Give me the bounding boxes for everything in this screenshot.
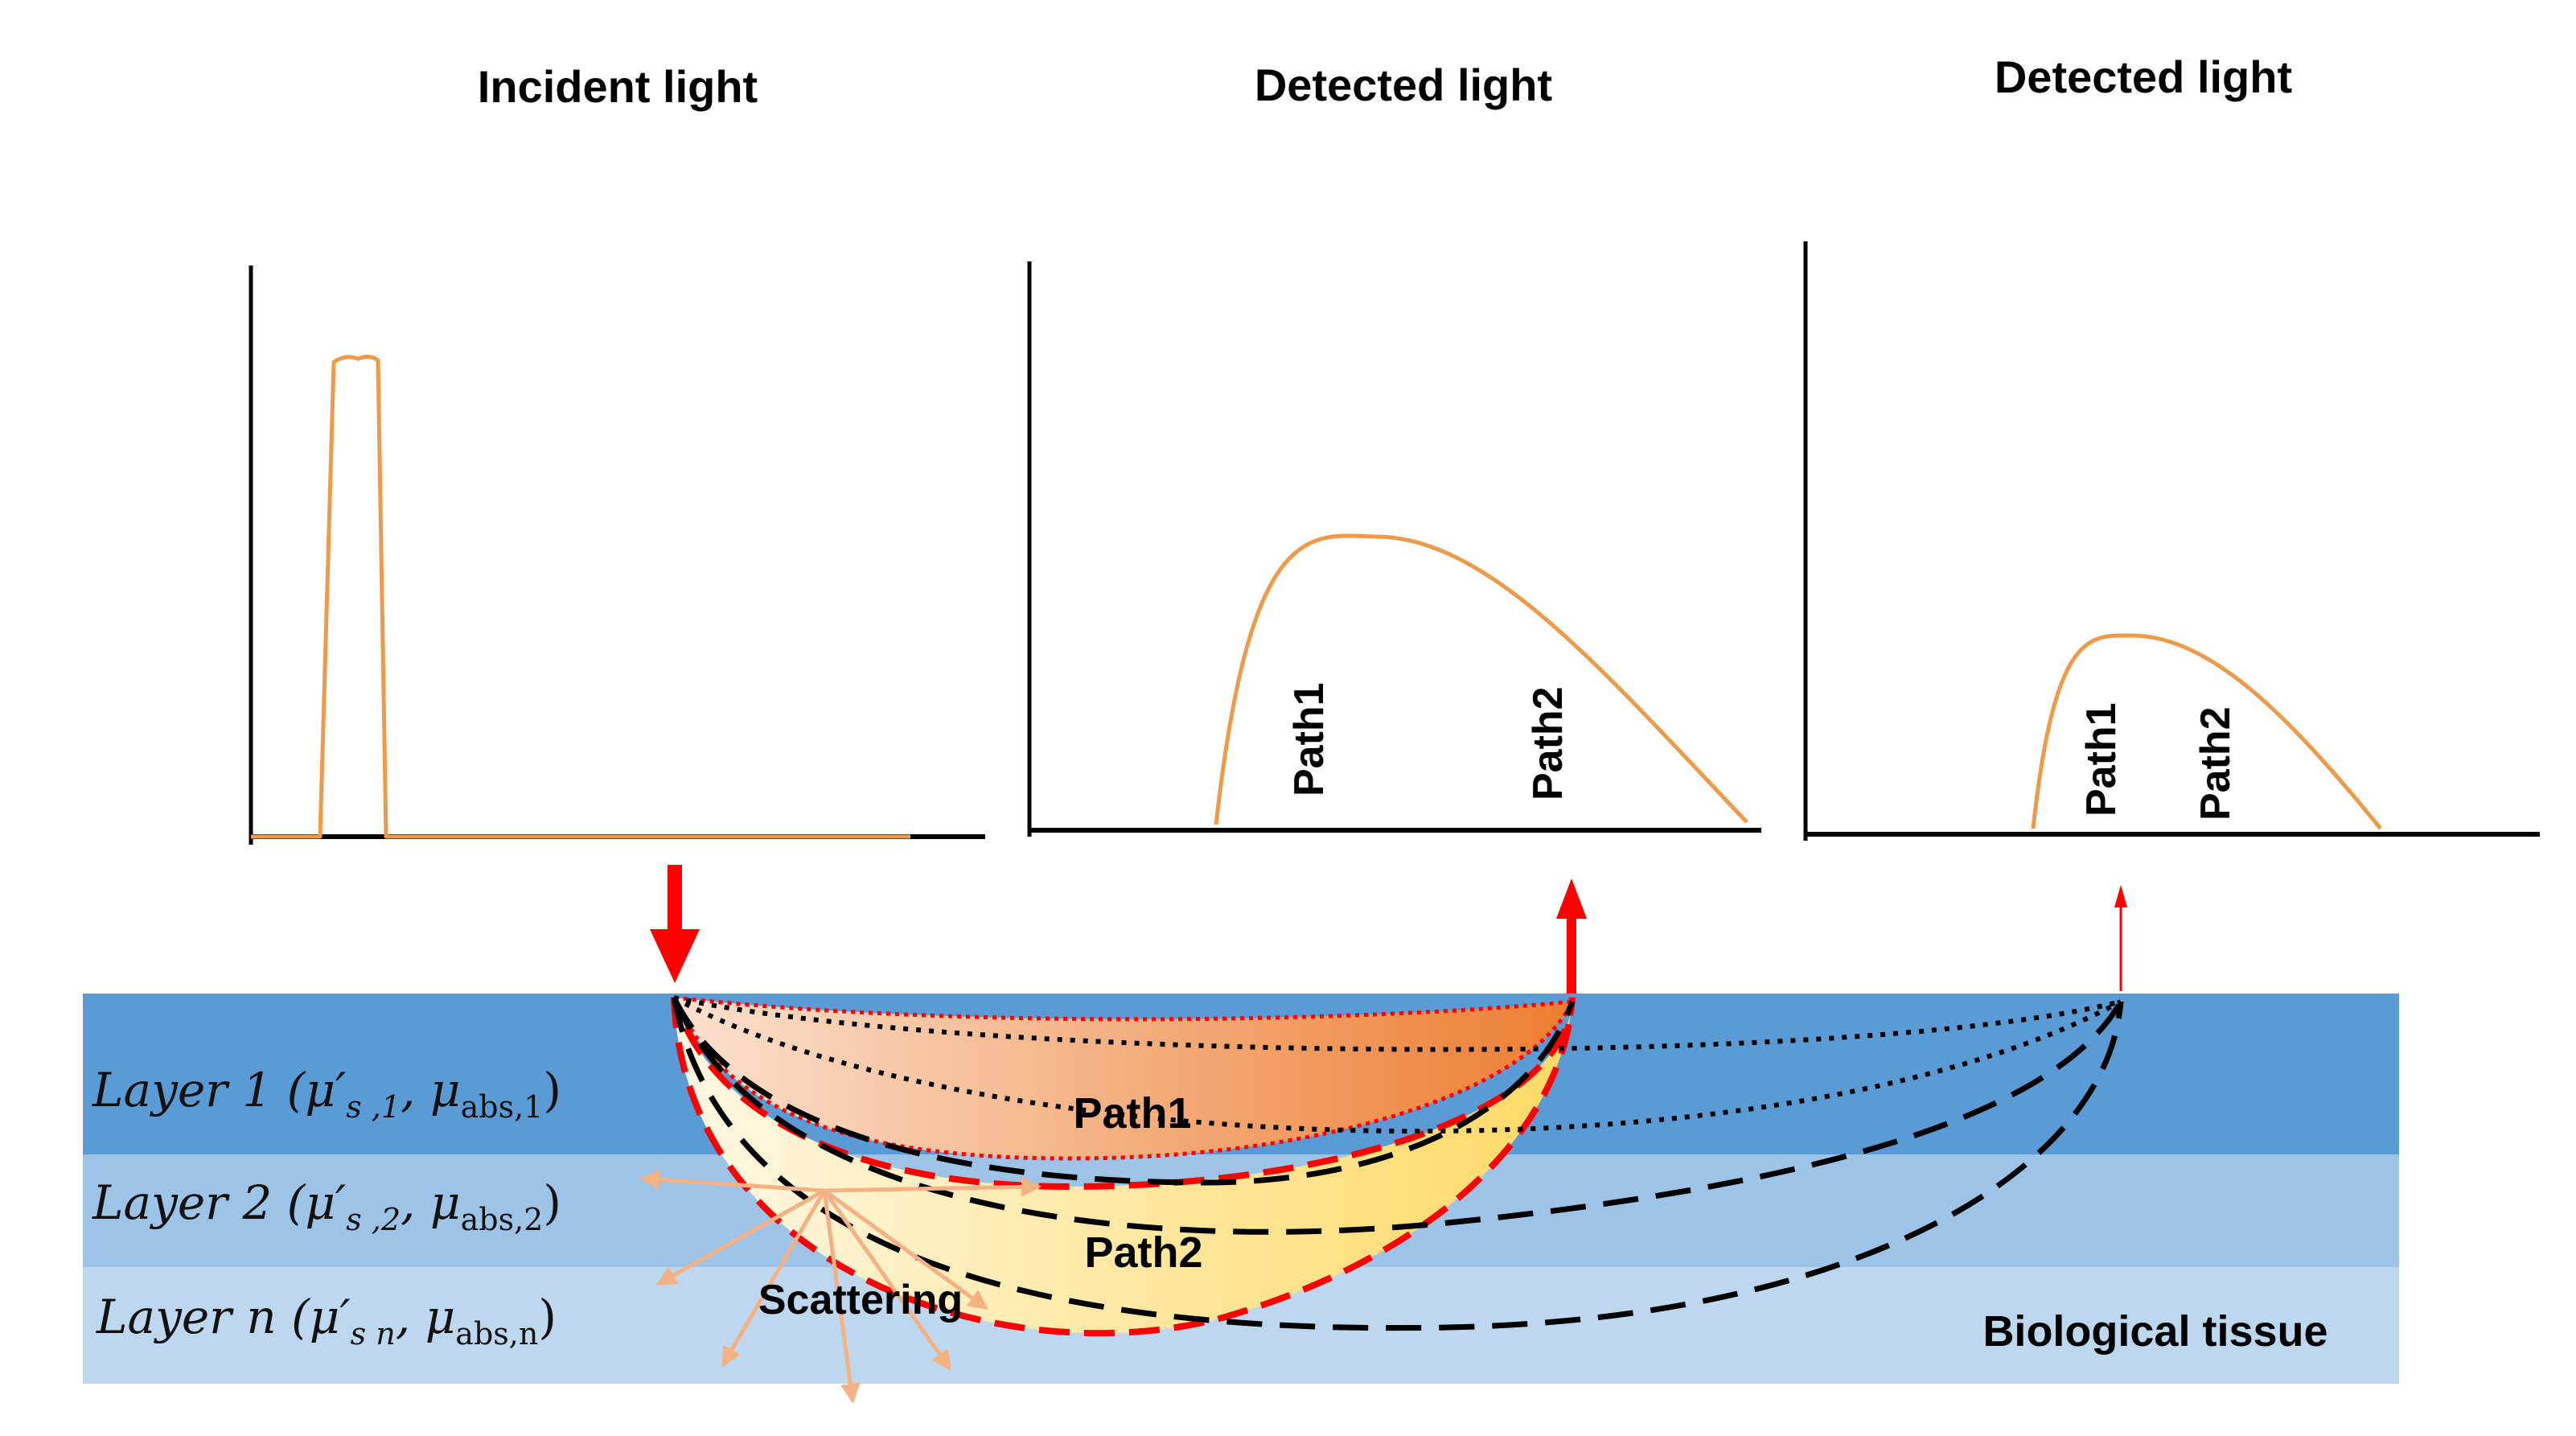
biological-tissue-label: Biological tissue: [1982, 1307, 2327, 1356]
path1-region: [670, 995, 1576, 1161]
detected-arrow-2: [2114, 885, 2127, 991]
path2-region-label: Path2: [1084, 1228, 1202, 1277]
incident-arrow: [650, 865, 700, 983]
layern-label: Layer n (μ′s n, μabs,n): [96, 1290, 557, 1352]
layer1-label: Layer 1 (μ′s ,1, μabs,1): [92, 1063, 561, 1125]
title-incident-light: Incident light: [478, 61, 758, 112]
incident-pulse-curve: [251, 354, 910, 839]
plot2-label-path1: Path1: [1286, 682, 1333, 796]
layer2-label: Layer 2 (μ′s ,2, μabs,2): [92, 1175, 561, 1237]
title-detected-light-1: Detected light: [1255, 60, 1552, 110]
plot3-label-path1: Path1: [2078, 702, 2125, 817]
plot3-label-path2: Path2: [2192, 706, 2239, 821]
dotted-path-top: [673, 995, 2122, 1052]
plot-incident: [249, 265, 985, 845]
plot-detected-2: Path1 Path2: [1803, 241, 2540, 841]
plot-detected-1: Path1 Path2: [1027, 261, 1761, 837]
plot2-label-path2: Path2: [1525, 686, 1571, 800]
detected-arrow-1: [1556, 878, 1587, 998]
dashed-path-medium: [671, 996, 2124, 1235]
path1-region-label: Path1: [1073, 1089, 1191, 1138]
title-detected-light-2: Detected light: [1995, 51, 2292, 102]
detected-curve-2: [2031, 633, 2382, 830]
detected-curve-1: [1214, 533, 1748, 825]
scattering-rays: [639, 1169, 1041, 1404]
scattering-label: Scattering: [758, 1277, 963, 1323]
